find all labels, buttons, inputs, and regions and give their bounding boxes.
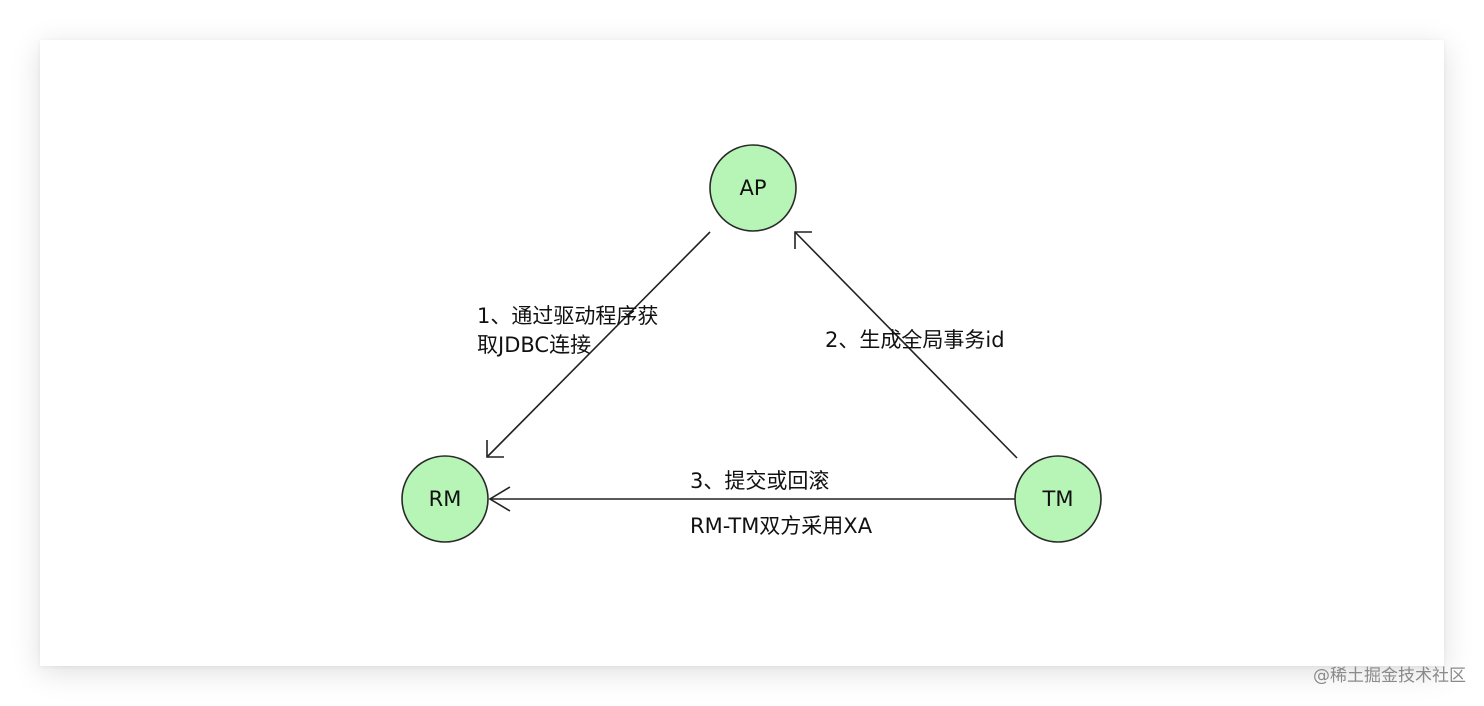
edge-tm-rm-label-below: RM-TM双方采用XA — [690, 514, 873, 538]
edge-tm-rm-label-above: 3、提交或回滚 — [690, 469, 829, 493]
edge-tm-to-ap — [794, 231, 1018, 459]
edge-ap-rm-label-line1: 1、通过驱动程序获 — [477, 304, 658, 328]
node-tm-label: TM — [1042, 487, 1074, 511]
node-tm: TM — [1014, 455, 1102, 543]
edge-tm-ap-label: 2、生成全局事务id — [825, 328, 1005, 352]
edge-ap-rm-label-line2: 取JDBC连接 — [477, 333, 591, 357]
node-ap: AP — [709, 144, 797, 232]
arrowhead-icon — [794, 231, 812, 249]
node-rm-label: RM — [429, 487, 462, 511]
watermark: @稀土掘金技术社区 — [1313, 666, 1466, 686]
arrowhead-icon — [486, 440, 504, 458]
node-rm: RM — [401, 455, 489, 543]
edge-tm-to-rm — [488, 486, 1015, 512]
node-ap-label: AP — [739, 176, 766, 200]
diagram-card — [40, 40, 1444, 666]
arrowhead-icon — [488, 486, 511, 512]
edge-ap-to-rm — [486, 231, 711, 458]
